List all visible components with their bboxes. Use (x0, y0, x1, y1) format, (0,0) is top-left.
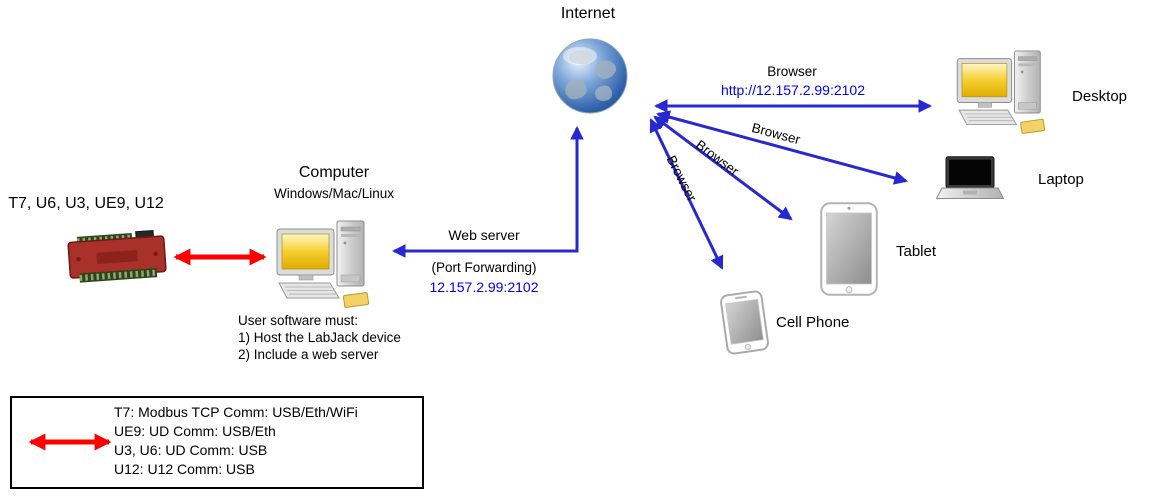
laptop-label: Laptop (1038, 171, 1084, 188)
internet-globe-icon (550, 36, 630, 116)
tablet-icon (820, 202, 878, 296)
cellphone-label: Cell Phone (776, 314, 850, 331)
legend-text: T7: Modbus TCP Comm: USB/Eth/WiFi UE9: U… (114, 403, 358, 479)
computer-label: Computer (298, 164, 370, 181)
computer-icon (276, 220, 376, 308)
desktop-label: Desktop (1072, 88, 1128, 105)
legend-line-ue9: UE9: UD Comm: USB/Eth (114, 423, 276, 439)
legend-line-u12: U12: U12 Comm: USB (114, 461, 255, 477)
cellphone-icon (718, 289, 771, 356)
legend-red-arrow (28, 433, 112, 451)
server-address-label: 12.157.2.99:2102 (429, 279, 539, 295)
labjack-device-icon (66, 227, 167, 287)
tablet-label: Tablet (896, 243, 937, 260)
note-line-2: 1) Host the LabJack device (238, 330, 401, 345)
legend-line-u3-u6: U3, U6: UD Comm: USB (114, 442, 268, 458)
labjack-label: T7, U6, U3, UE9, U12 (8, 195, 164, 212)
laptop-icon (936, 156, 1004, 202)
note-line-1: User software must: (238, 313, 359, 328)
arrow-internet-cellphone (649, 118, 724, 270)
desktop-browser-url: http://12.157.2.99:2102 (720, 82, 865, 98)
legend-line-t7: T7: Modbus TCP Comm: USB/Eth/WiFi (114, 404, 358, 420)
legend-box: T7: Modbus TCP Comm: USB/Eth/WiFi UE9: U… (10, 396, 424, 489)
port-forwarding-label: (Port Forwarding) (431, 260, 537, 275)
internet-label: Internet (560, 5, 616, 22)
computer-os-label: Windows/Mac/Linux (273, 186, 395, 201)
web-server-label: Web server (448, 227, 520, 243)
desktop-icon (956, 50, 1052, 134)
desktop-browser-label: Browser (767, 64, 817, 79)
arrow-computer-internet (391, 125, 584, 258)
note-line-3: 2) Include a web server (238, 347, 379, 362)
